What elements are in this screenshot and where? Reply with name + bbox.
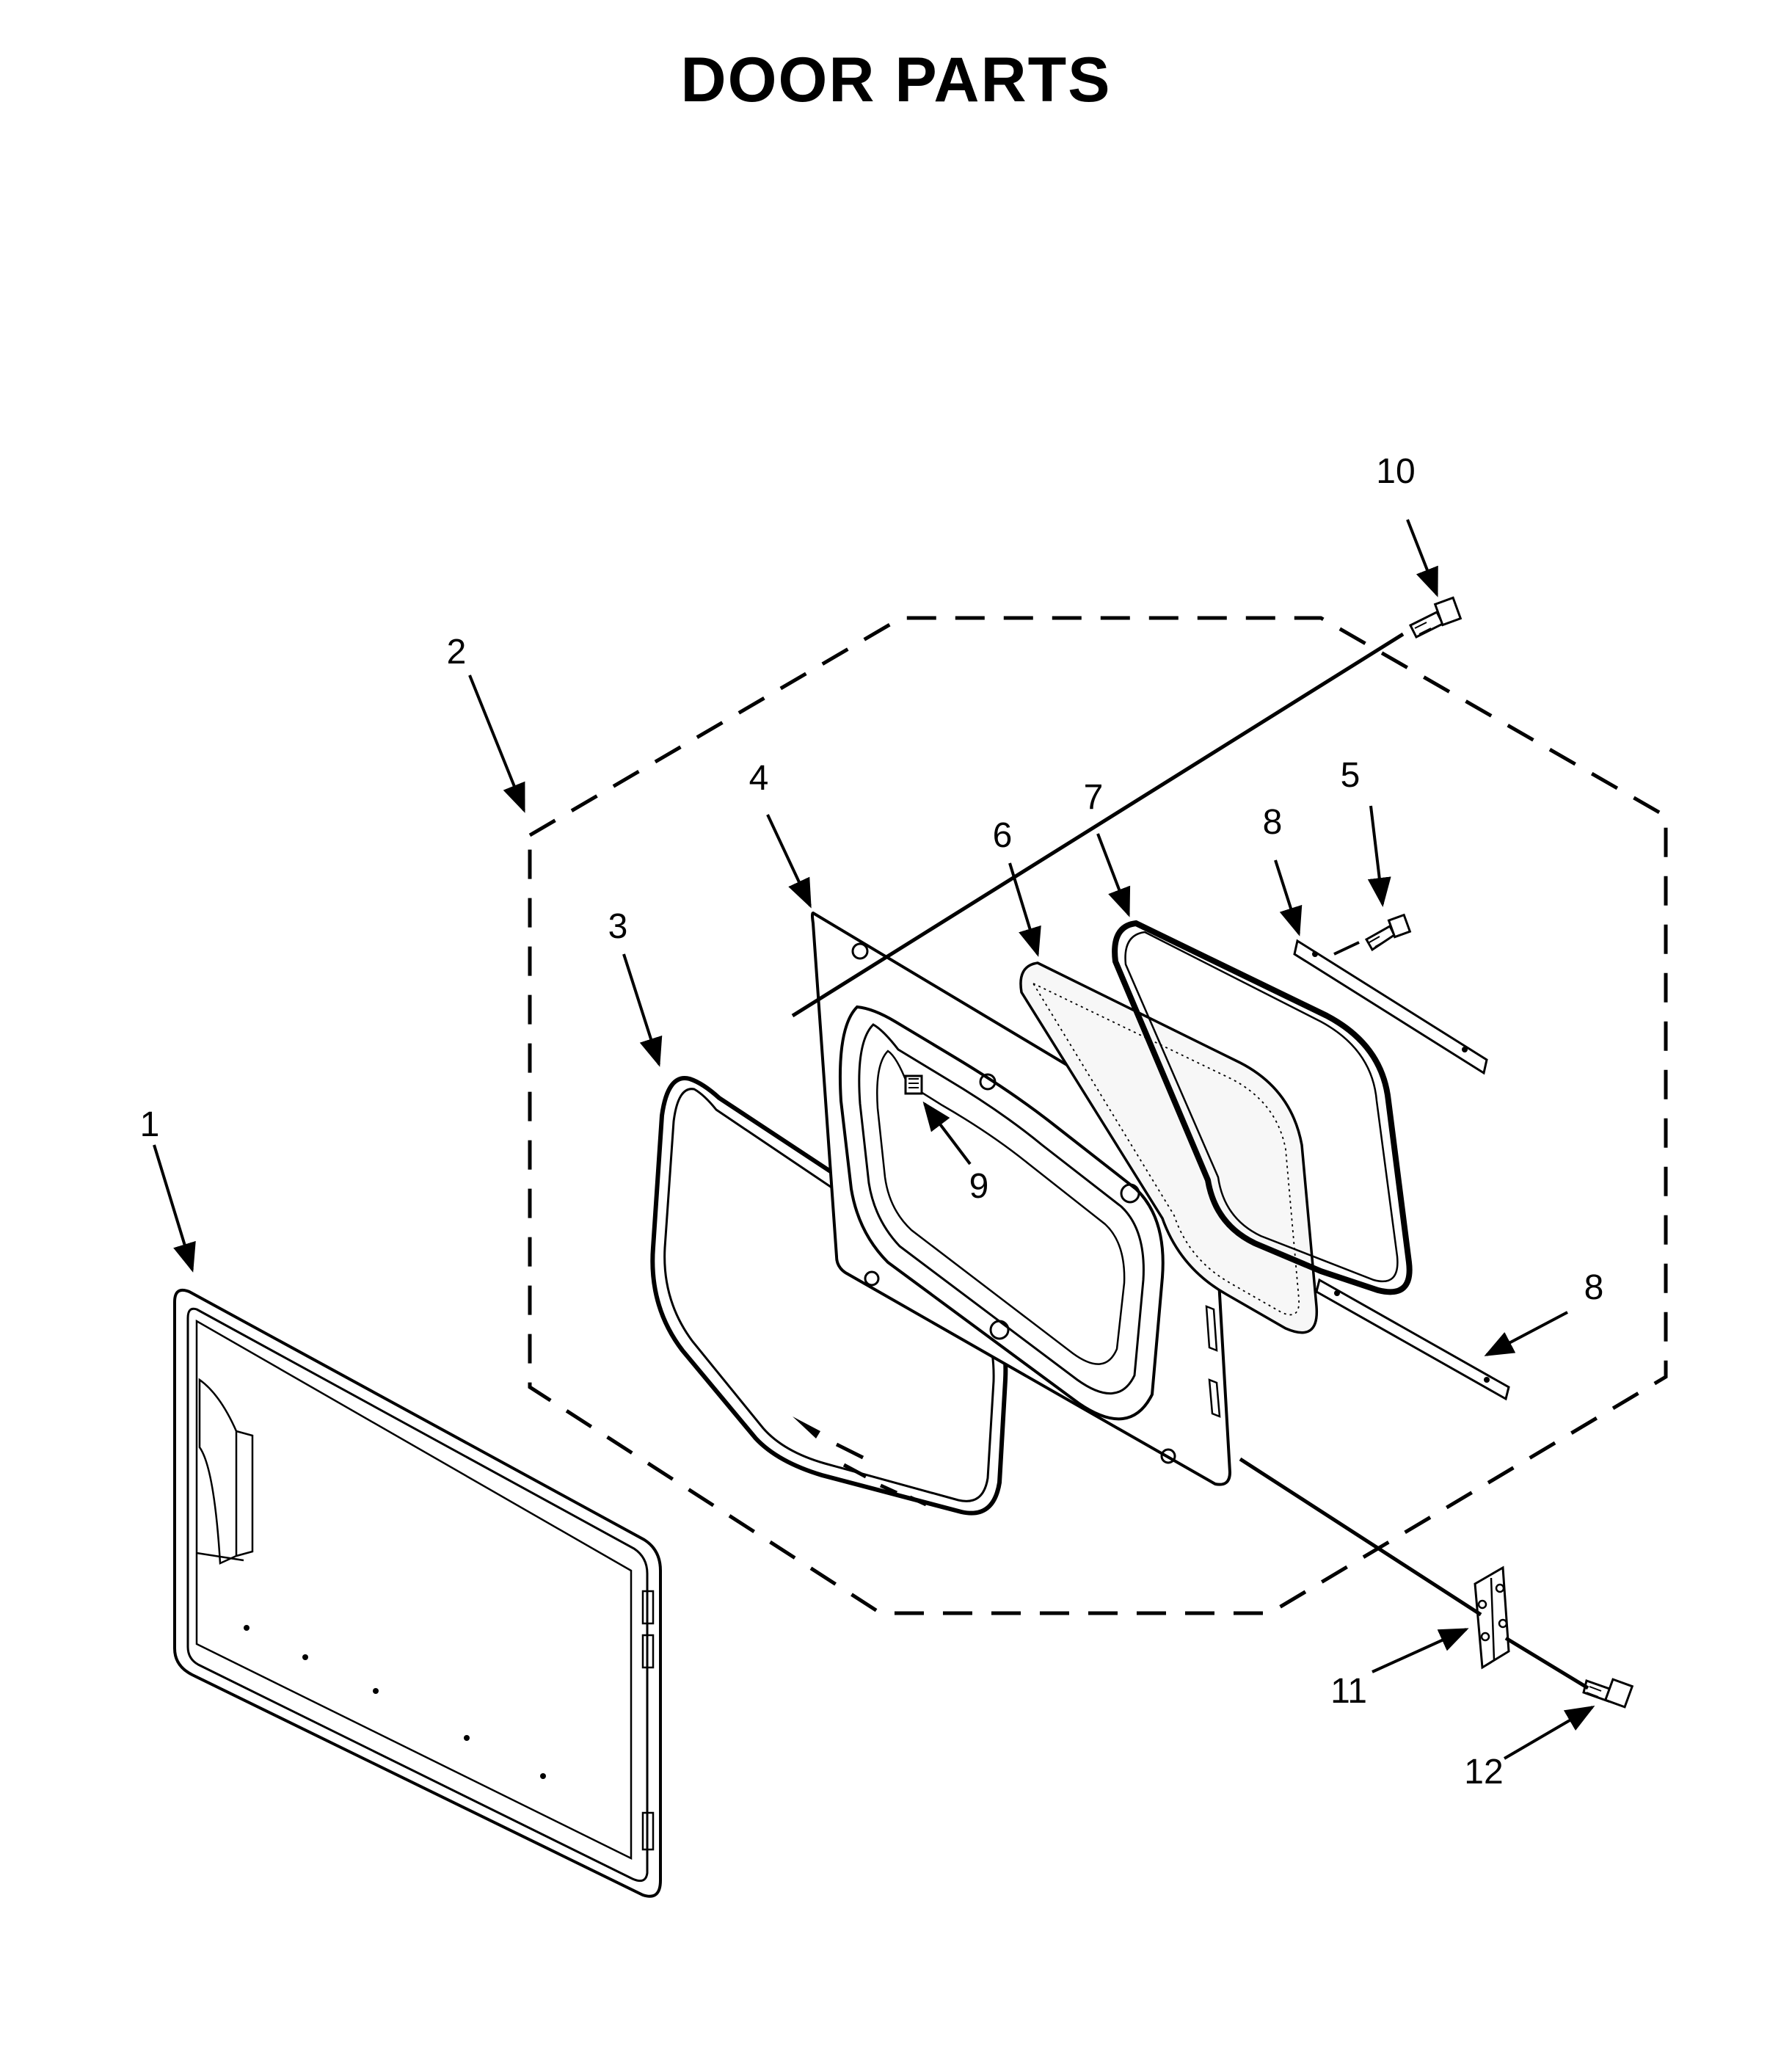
callout-12: 12 (1464, 1753, 1503, 1792)
callout-5: 5 (1341, 756, 1361, 795)
callout-8-lower: 8 (1584, 1268, 1604, 1307)
glass-seal (1112, 920, 1413, 1295)
page-title: DOOR PARTS (680, 45, 1112, 115)
callout-leaders (153, 519, 1595, 1760)
callout-11: 11 (1330, 1672, 1367, 1711)
callout-7: 7 (1084, 778, 1104, 817)
callout-4: 4 (749, 759, 769, 798)
callout-10: 10 (1376, 452, 1415, 491)
callout-1: 1 (140, 1105, 160, 1144)
hinge-strip-upper (1293, 939, 1488, 1075)
door-hinge (1474, 1565, 1510, 1670)
screw-part-10 (1408, 596, 1463, 639)
assembly-lines (791, 632, 1589, 1690)
callout-9: 9 (969, 1167, 989, 1206)
hinge-strip-lower (1315, 1278, 1510, 1401)
screw-part-12 (1582, 1678, 1634, 1709)
callout-6: 6 (993, 816, 1013, 855)
callout-2: 2 (447, 633, 467, 672)
callout-3: 3 (608, 907, 628, 946)
callout-8-upper: 8 (1263, 803, 1283, 842)
outer-door-panel (173, 1288, 662, 1898)
assembly-boundary-dashed (528, 616, 1668, 1615)
screw-part-5 (1364, 913, 1412, 952)
door-glass (1019, 961, 1319, 1334)
door-clip (904, 1074, 923, 1095)
